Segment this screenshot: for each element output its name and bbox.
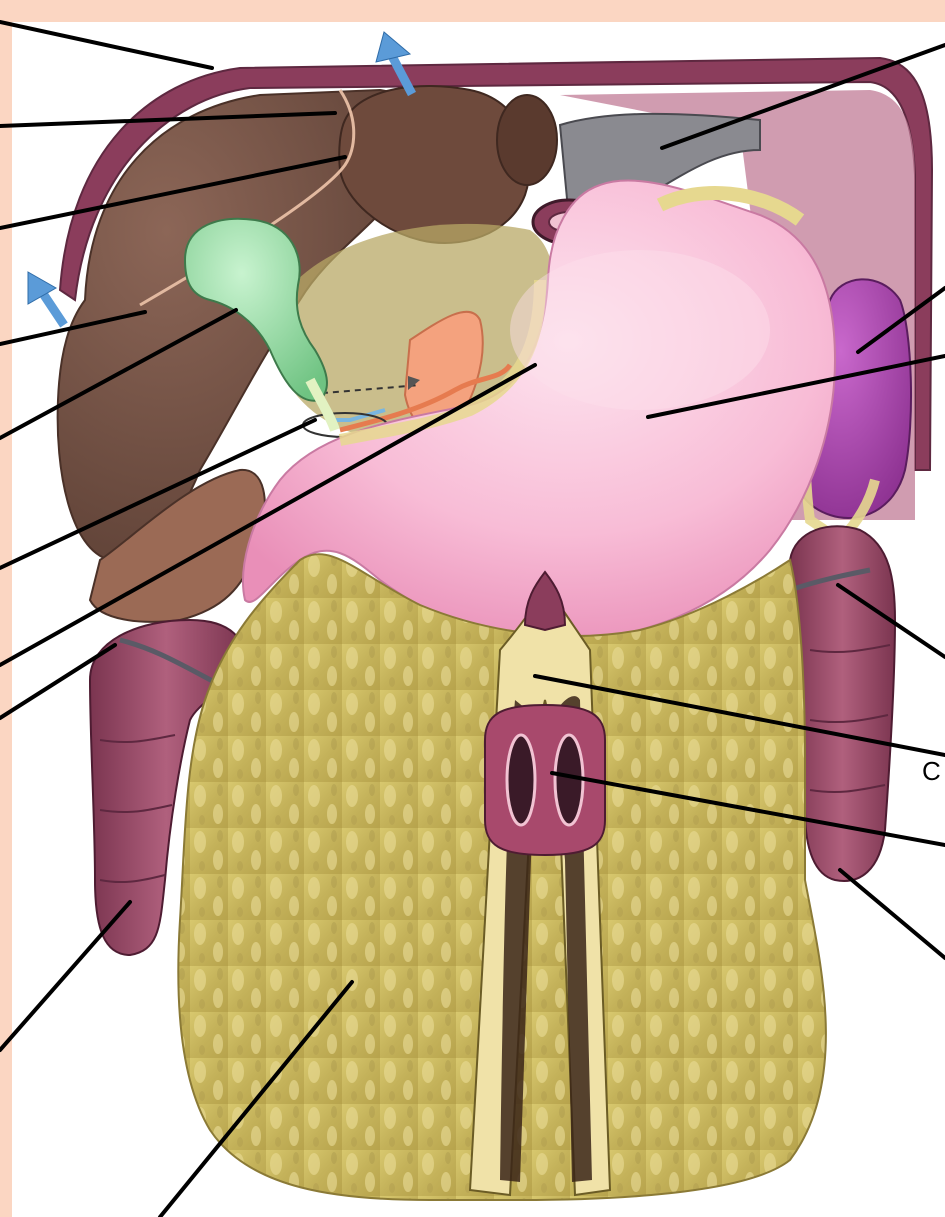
leader-line-1 (0, 22, 212, 68)
colon-lumen-right (555, 735, 583, 825)
stomach-highlight (510, 250, 770, 410)
retraction-arrow-left (28, 272, 64, 325)
liver-bare-area (497, 95, 557, 185)
top-frame (0, 0, 945, 22)
left-frame (0, 0, 12, 1217)
colon-lumen-left (507, 735, 535, 825)
leader-line-9 (0, 902, 130, 1050)
label-fragment: C (922, 756, 941, 787)
leader-line-17 (840, 870, 945, 958)
